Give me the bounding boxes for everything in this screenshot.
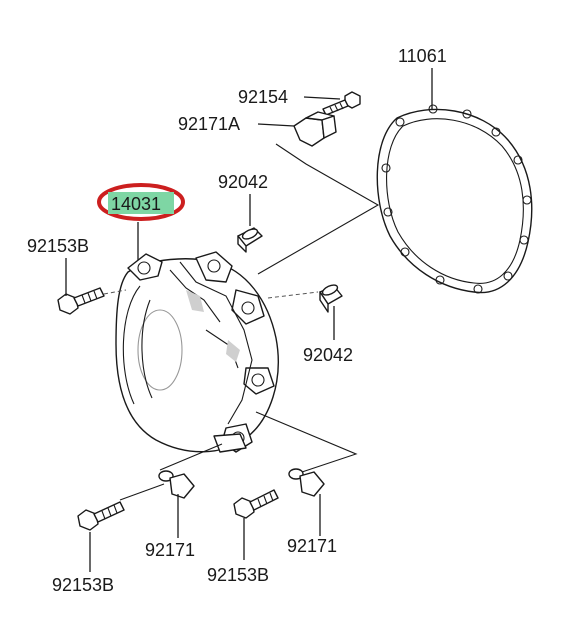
cover-14031[interactable] xyxy=(115,251,279,453)
clamp-92171a[interactable] xyxy=(293,111,337,147)
label-14031: 14031 xyxy=(111,194,161,214)
label-92171a: 92171A xyxy=(178,114,240,134)
label-92171-bottom-right: 92171 xyxy=(287,536,337,556)
clamp-92171-bottom-left[interactable] xyxy=(158,470,195,499)
bolt-92153b-bottom-mid[interactable] xyxy=(233,489,279,519)
gasket-11061[interactable] xyxy=(376,104,533,294)
bolt-92154[interactable] xyxy=(322,91,361,116)
label-92153b-bottom-mid: 92153B xyxy=(207,565,269,585)
label-92171-bottom-left: 92171 xyxy=(145,540,195,560)
leader-92171a xyxy=(257,123,295,127)
gasket-bolt-holes xyxy=(381,104,532,294)
guide-line-lower xyxy=(119,411,358,501)
label-92154: 92154 xyxy=(238,87,288,107)
dowel-92042-right[interactable] xyxy=(319,283,343,313)
clamp-92171-bottom-right[interactable] xyxy=(288,468,325,497)
label-92042-right: 92042 xyxy=(303,345,353,365)
guide-line-bolt-left xyxy=(103,289,127,295)
highlight-ring xyxy=(97,183,185,221)
label-92153b-left: 92153B xyxy=(27,236,89,256)
guide-line-dowel-right xyxy=(267,291,319,299)
guide-line-upper xyxy=(257,143,380,275)
leader-92154 xyxy=(303,96,341,100)
label-92042-top: 92042 xyxy=(218,172,268,192)
label-11061: 11061 xyxy=(398,46,447,66)
bolt-92153b-left[interactable] xyxy=(57,287,105,315)
highlight-14031[interactable]: 14031 xyxy=(97,183,185,221)
label-92153b-bottom-left: 92153B xyxy=(52,575,114,595)
dowel-92042-top[interactable] xyxy=(237,227,263,253)
bolt-92153b-bottom-left[interactable] xyxy=(77,501,125,531)
highlight-fill xyxy=(108,192,174,214)
